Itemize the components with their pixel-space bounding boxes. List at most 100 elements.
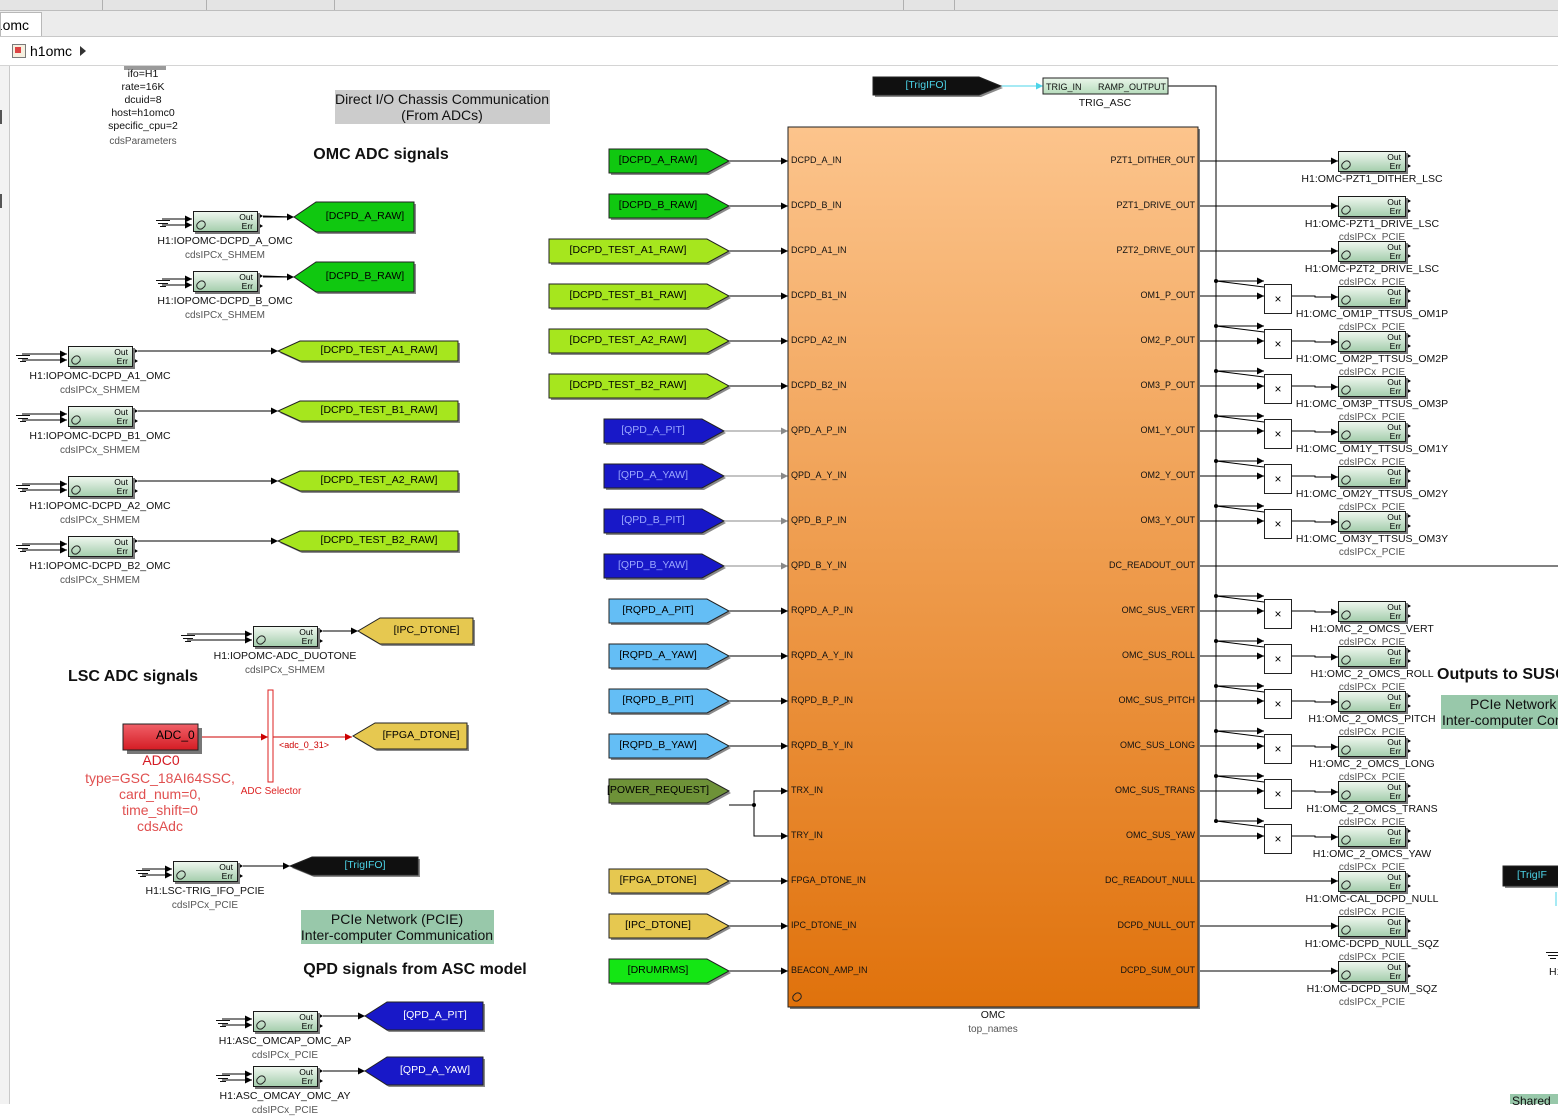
from-tag[interactable] (872, 76, 1003, 96)
toolbar-segment[interactable] (207, 0, 335, 10)
model-icon[interactable] (12, 44, 26, 58)
goto-tag[interactable] (276, 470, 459, 492)
product-block[interactable]: × (1264, 689, 1292, 719)
ipc-block-name: H1:OMC_2_OMCS_LONG (1309, 758, 1435, 770)
from-tag[interactable] (548, 238, 731, 264)
from-tag-label: [DCPD_TEST_A2_RAW] (569, 334, 687, 346)
from-tag[interactable] (608, 643, 731, 669)
ipc-block-type: cdsIPCx_PCIE (1338, 502, 1406, 513)
trig-asc-block[interactable] (1042, 77, 1169, 95)
from-tag[interactable] (608, 193, 731, 219)
goto-tag[interactable] (293, 201, 415, 233)
goto-tag[interactable] (352, 722, 468, 750)
product-block[interactable]: × (1264, 284, 1292, 314)
goto-tag[interactable] (276, 400, 459, 422)
toolbar-segment[interactable] (904, 0, 955, 10)
pcie-note: Inter-computer Communication (300, 927, 494, 943)
product-block[interactable]: × (1264, 779, 1292, 809)
from-tag[interactable] (1502, 865, 1558, 887)
from-tag[interactable] (608, 868, 731, 894)
product-block[interactable]: × (1264, 599, 1292, 629)
trig-in-port: TRIG_IN (1046, 82, 1082, 92)
product-block[interactable]: × (1264, 509, 1292, 539)
goto-tag[interactable] (276, 340, 459, 362)
cds-parameters-block[interactable] (124, 66, 166, 70)
goto-tag[interactable] (276, 530, 459, 552)
product-block[interactable]: × (1264, 824, 1292, 854)
product-block[interactable]: × (1264, 419, 1292, 449)
from-tag[interactable] (548, 328, 731, 354)
arrowhead-icon (345, 733, 352, 741)
arrowhead-icon (245, 1021, 252, 1029)
port-marker-icon (1406, 738, 1411, 744)
from-tag[interactable] (603, 418, 726, 444)
product-block[interactable]: × (1264, 464, 1292, 494)
product-block[interactable]: × (1264, 374, 1292, 404)
from-tag[interactable] (608, 688, 731, 714)
from-tag[interactable] (603, 463, 726, 489)
from-tag[interactable] (603, 553, 726, 579)
omc-subsystem-block[interactable] (787, 126, 1199, 1008)
toolbar-segment[interactable] (335, 0, 904, 10)
from-tag[interactable] (548, 283, 731, 309)
adc-block[interactable] (122, 723, 199, 751)
goto-tag[interactable] (364, 1056, 484, 1086)
goto-tag[interactable] (357, 617, 474, 645)
arrowhead-icon (781, 202, 788, 210)
goto-tag[interactable] (293, 261, 415, 293)
from-tag[interactable] (608, 598, 731, 624)
from-tag[interactable] (603, 508, 726, 534)
goto-tag[interactable] (364, 1001, 484, 1031)
goto-tag[interactable] (288, 856, 419, 876)
ipc-block-type: cdsIPCx_PCIE (1338, 412, 1406, 423)
from-tag[interactable] (548, 373, 731, 399)
breadcrumb[interactable]: h1omc (30, 43, 73, 59)
adc-selector-block[interactable] (267, 689, 274, 783)
from-tag[interactable] (608, 913, 731, 939)
product-block[interactable]: × (1264, 734, 1292, 764)
product-block[interactable]: × (1264, 644, 1292, 674)
tab-h1omc[interactable]: h1omc (0, 12, 42, 36)
toolbar-segment[interactable] (0, 0, 103, 10)
link-icon (1339, 293, 1353, 307)
product-block[interactable]: × (1264, 329, 1292, 359)
from-tag[interactable] (608, 733, 731, 759)
omc-output-port: DCPD_SUM_OUT (1120, 965, 1195, 975)
chevron-right-icon[interactable] (80, 46, 86, 56)
toolbar-segment[interactable] (103, 0, 207, 10)
port-marker-icon (1406, 388, 1411, 394)
from-tag[interactable] (608, 958, 731, 984)
arrowhead-icon (1331, 428, 1338, 436)
from-tag[interactable] (608, 778, 731, 804)
from-tag[interactable] (608, 148, 731, 174)
